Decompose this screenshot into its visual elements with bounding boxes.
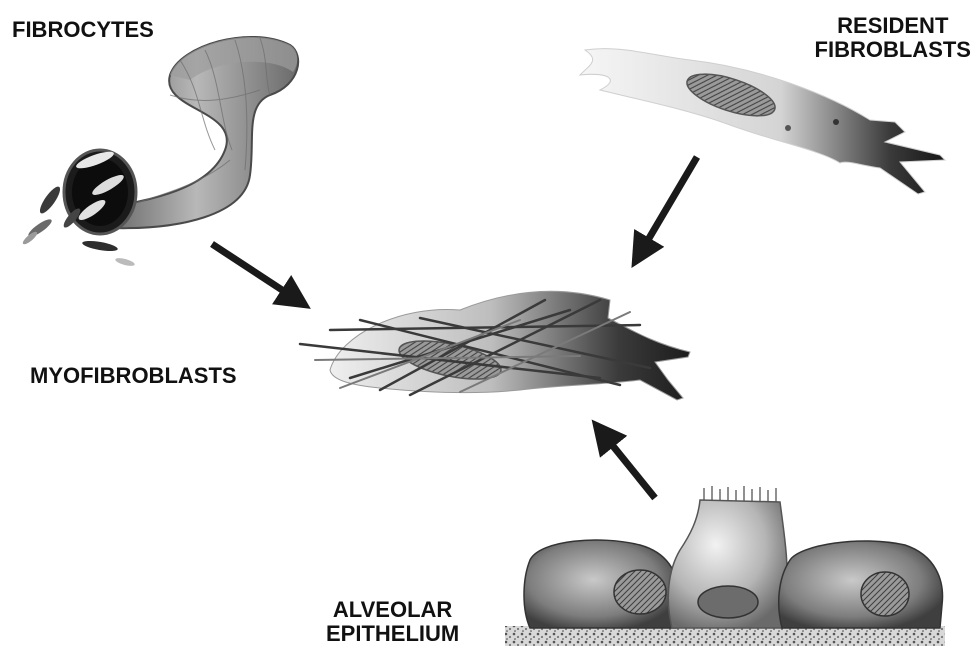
myofibroblast-cell xyxy=(300,291,690,400)
arrow-fibrocytes-to-myofibroblasts xyxy=(212,244,305,305)
label-resident-line1: RESIDENT xyxy=(815,14,971,38)
label-alveolar-epithelium: ALVEOLAR EPITHELIUM xyxy=(326,598,459,646)
label-alveolar-line1: ALVEOLAR xyxy=(326,598,459,622)
alveolar-epithelium-cells xyxy=(505,486,945,646)
label-resident-fibroblasts: RESIDENT FIBROBLASTS xyxy=(815,14,971,62)
resident-fibroblast-cell xyxy=(580,49,945,194)
label-fibrocytes: FIBROCYTES xyxy=(12,18,154,42)
arrow-resident-to-myofibroblasts xyxy=(635,157,697,262)
label-alveolar-line2: EPITHELIUM xyxy=(326,622,459,646)
label-resident-line2: FIBROBLASTS xyxy=(815,38,971,62)
label-myofibroblasts-text: MYOFIBROBLASTS xyxy=(30,364,237,388)
arrow-epithelium-to-myofibroblasts xyxy=(596,425,655,498)
blood-vessel-illustration xyxy=(64,37,298,234)
label-fibrocytes-text: FIBROCYTES xyxy=(12,18,154,42)
label-myofibroblasts: MYOFIBROBLASTS xyxy=(30,364,237,388)
